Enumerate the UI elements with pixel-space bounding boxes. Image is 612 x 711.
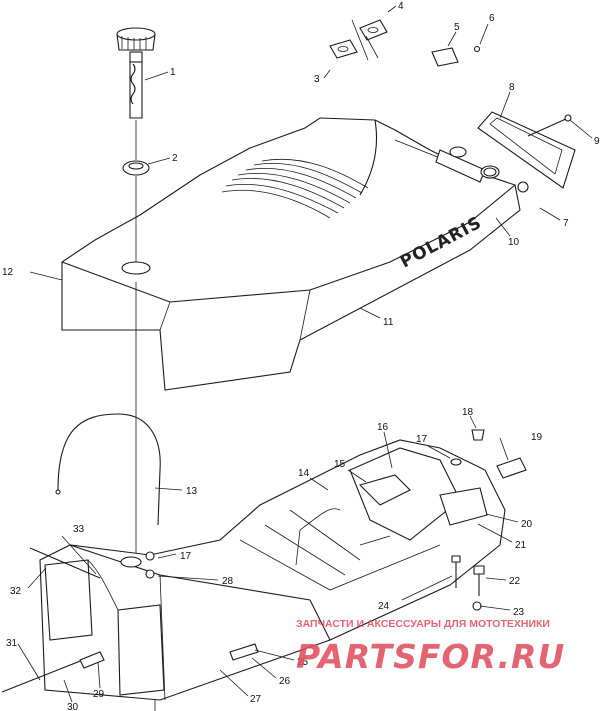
assembly-guide-line [135, 120, 156, 711]
callout-6: 6 [489, 13, 495, 24]
callout-19: 19 [531, 432, 543, 443]
callout-30: 30 [67, 702, 79, 711]
callout-26: 26 [279, 676, 291, 687]
watermark-tagline: ЗАПЧАСТИ И АКСЕССУАРЫ ДЛЯ МОТОТЕХНИКИ [296, 618, 550, 630]
callout-4: 4 [398, 1, 404, 12]
taillight-hardware [329, 19, 576, 193]
watermark: ЗАПЧАСТИ И АКСЕССУАРЫ ДЛЯ МОТОТЕХНИКИ PA… [296, 618, 565, 676]
callout-3: 3 [314, 74, 320, 85]
fuel-grommet-part [122, 160, 150, 176]
callout-8: 8 [509, 82, 515, 93]
fuel-cap-part [116, 27, 156, 119]
callout-22: 22 [509, 576, 521, 587]
callout-5: 5 [454, 22, 460, 33]
callout-labels: 1 2 3 4 5 6 7 8 9 10 11 12 13 14 15 16 1… [2, 1, 600, 711]
fuel-tank-assembly [1, 413, 527, 701]
callout-13: 13 [186, 486, 198, 497]
callout-29: 29 [93, 689, 105, 700]
callout-12: 12 [2, 267, 14, 278]
leader-lines [17, 5, 593, 703]
callout-28: 28 [222, 576, 234, 587]
callout-27: 27 [250, 694, 262, 705]
callout-11: 11 [383, 317, 394, 328]
callout-32: 32 [10, 586, 22, 597]
callout-33: 33 [73, 524, 85, 535]
callout-1: 1 [170, 67, 176, 78]
watermark-logo-text: PARTSFOR.RU [296, 637, 565, 676]
callout-14: 14 [298, 468, 310, 479]
callout-31: 31 [6, 638, 18, 649]
callout-20: 20 [521, 519, 533, 530]
callout-23: 23 [513, 607, 525, 618]
callout-17-lower: 17 [180, 551, 192, 562]
callout-15: 15 [334, 459, 346, 470]
callout-9: 9 [594, 136, 600, 147]
callout-21: 21 [515, 540, 527, 551]
callout-18: 18 [462, 407, 474, 418]
callout-16: 16 [377, 422, 389, 433]
callout-25: 25 [297, 657, 309, 668]
callout-24: 24 [378, 601, 390, 612]
callout-2: 2 [172, 153, 178, 164]
callout-7: 7 [563, 218, 569, 229]
seat-assembly: POLARIS [61, 117, 521, 391]
callout-17-upper: 17 [416, 434, 428, 445]
callout-10: 10 [508, 237, 520, 248]
